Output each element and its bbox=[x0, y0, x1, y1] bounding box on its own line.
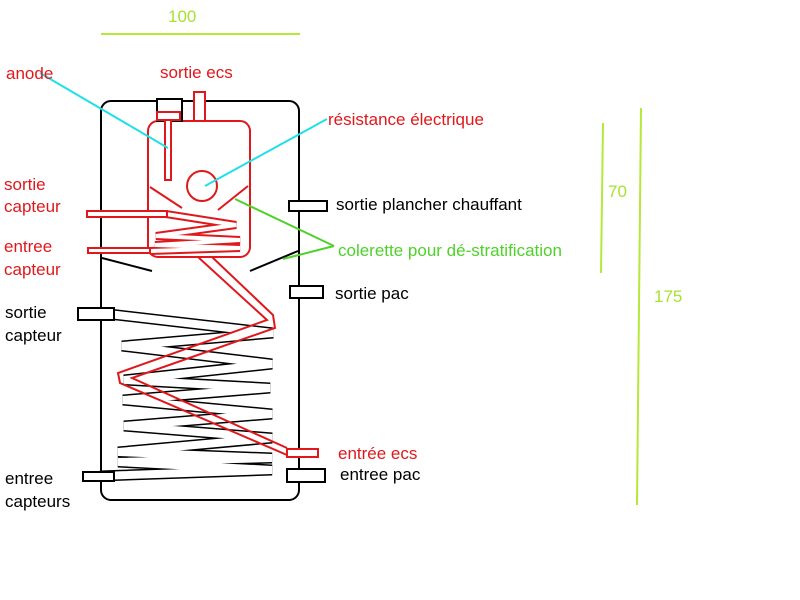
total-height-dimension-label: 175 bbox=[654, 287, 683, 306]
resistance-label: résistance électrique bbox=[328, 110, 484, 129]
entree-capteurs-label-1: entree bbox=[5, 469, 54, 488]
total-height-dimension-line bbox=[636, 107, 642, 506]
colerette-right bbox=[249, 250, 299, 272]
sortie-capteur-top-label-1: sortie bbox=[4, 175, 46, 194]
entree-pac-port bbox=[286, 468, 326, 483]
sortie-ecs-label: sortie ecs bbox=[160, 63, 233, 82]
anode-pointer bbox=[39, 72, 169, 149]
upper-height-dimension-line bbox=[600, 122, 604, 274]
colerette-left bbox=[101, 257, 153, 272]
colerette-pointer-upper bbox=[234, 198, 335, 247]
sortie-pac-port bbox=[289, 285, 324, 299]
sortie-capteur-label-1: sortie bbox=[5, 303, 47, 322]
colerette-pointer-lower bbox=[282, 245, 335, 260]
anode-cap bbox=[156, 111, 181, 121]
entree-capteurs-port bbox=[82, 471, 115, 482]
electric-resistance bbox=[186, 170, 218, 202]
entree-ecs-port bbox=[286, 448, 319, 458]
upper-colerette-left bbox=[149, 186, 183, 209]
anode-rod bbox=[164, 119, 172, 181]
resistance-pointer bbox=[204, 118, 328, 187]
colerette-label: colerette pour dé-stratification bbox=[338, 241, 562, 260]
sortie-capteur-top-label-2: capteur bbox=[4, 197, 61, 216]
sortie-ecs-pipe bbox=[193, 91, 206, 122]
sortie-plancher-port bbox=[288, 200, 328, 212]
lower-coil bbox=[99, 307, 274, 482]
upper-colerette-right bbox=[217, 185, 249, 211]
entree-ecs-label: entrée ecs bbox=[338, 444, 418, 463]
upper-height-dimension-label: 70 bbox=[608, 182, 627, 201]
entree-pac-label: entree pac bbox=[340, 465, 421, 484]
sortie-capteur-label-2: capteur bbox=[5, 326, 62, 345]
sortie-plancher-label: sortie plancher chauffant bbox=[336, 195, 522, 214]
sortie-pac-label: sortie pac bbox=[335, 284, 409, 303]
entree-capteur-top-label-1: entree bbox=[4, 237, 53, 256]
upper-coil bbox=[86, 210, 241, 255]
sortie-capteur-port bbox=[77, 307, 115, 321]
anode-label: anode bbox=[6, 64, 54, 83]
width-dimension-label: 100 bbox=[168, 7, 197, 26]
ecs-pipe bbox=[116, 256, 288, 456]
entree-capteur-top-label-2: capteur bbox=[4, 260, 61, 279]
entree-capteurs-label-2: capteurs bbox=[5, 492, 71, 511]
